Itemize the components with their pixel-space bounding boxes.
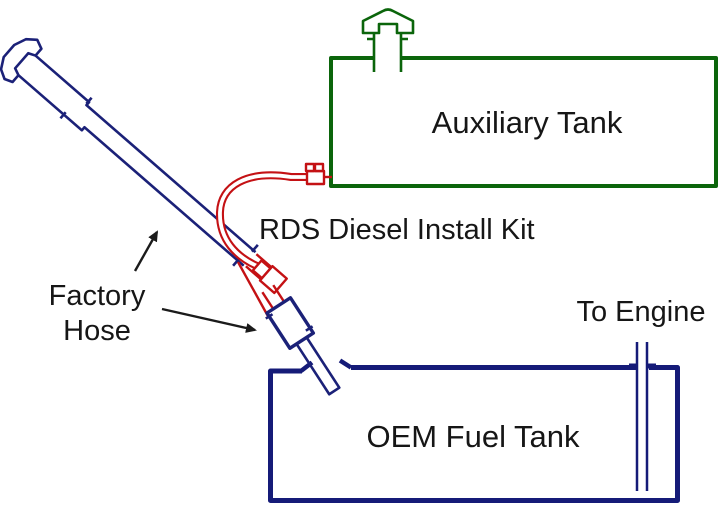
hose-clamp-ticks — [59, 96, 259, 267]
fitting-bolt-right — [313, 162, 325, 173]
coupling-clamp-ticks — [265, 313, 314, 332]
fuel-cap-icon — [0, 37, 43, 84]
factory-hose-label-line1: Factory — [49, 280, 146, 312]
kit-tube-upper — [245, 253, 273, 281]
pointer-arrows — [133, 230, 257, 333]
engine-feed-lines — [635, 342, 649, 491]
fitting-bolt-left — [304, 162, 316, 173]
oem-tank-body — [268, 365, 680, 503]
engine-line-gap — [636, 362, 649, 372]
oem-fuel-tank — [268, 342, 680, 503]
to-engine-label: To Engine — [577, 296, 706, 328]
filler-neck-lower — [265, 296, 341, 396]
aux-tank-hose-fitting — [305, 169, 326, 186]
tee-fitting-body — [258, 264, 288, 295]
auxiliary-tank — [329, 8, 718, 188]
inline-tee-fitting — [245, 253, 288, 295]
auxiliary-tank-body — [329, 56, 718, 188]
arrow-to-hose-upper — [133, 230, 159, 272]
install-kit-label: RDS Diesel Install Kit — [259, 214, 535, 246]
hose-coupling — [265, 296, 316, 350]
factory-hose-assembly — [0, 37, 259, 267]
filler-tube-bottom-line — [17, 74, 245, 267]
transfer-hose-inner — [218, 173, 307, 268]
filler-neck-gap — [375, 52, 401, 63]
factory-hose-label-line2: Hose — [63, 315, 131, 347]
auxiliary-tank-label: Auxiliary Tank — [432, 105, 623, 140]
install-kit — [215, 162, 332, 319]
tank-inlet-tube — [295, 336, 341, 396]
transfer-hose-tail — [236, 261, 271, 319]
auxiliary-filler-neck — [367, 33, 408, 72]
oem-fuel-tank-label: OEM Fuel Tank — [366, 419, 580, 454]
auxiliary-filler-cap-icon — [361, 8, 415, 35]
arrow-to-hose-lower — [161, 307, 257, 333]
filler-neck-upper — [0, 37, 259, 267]
